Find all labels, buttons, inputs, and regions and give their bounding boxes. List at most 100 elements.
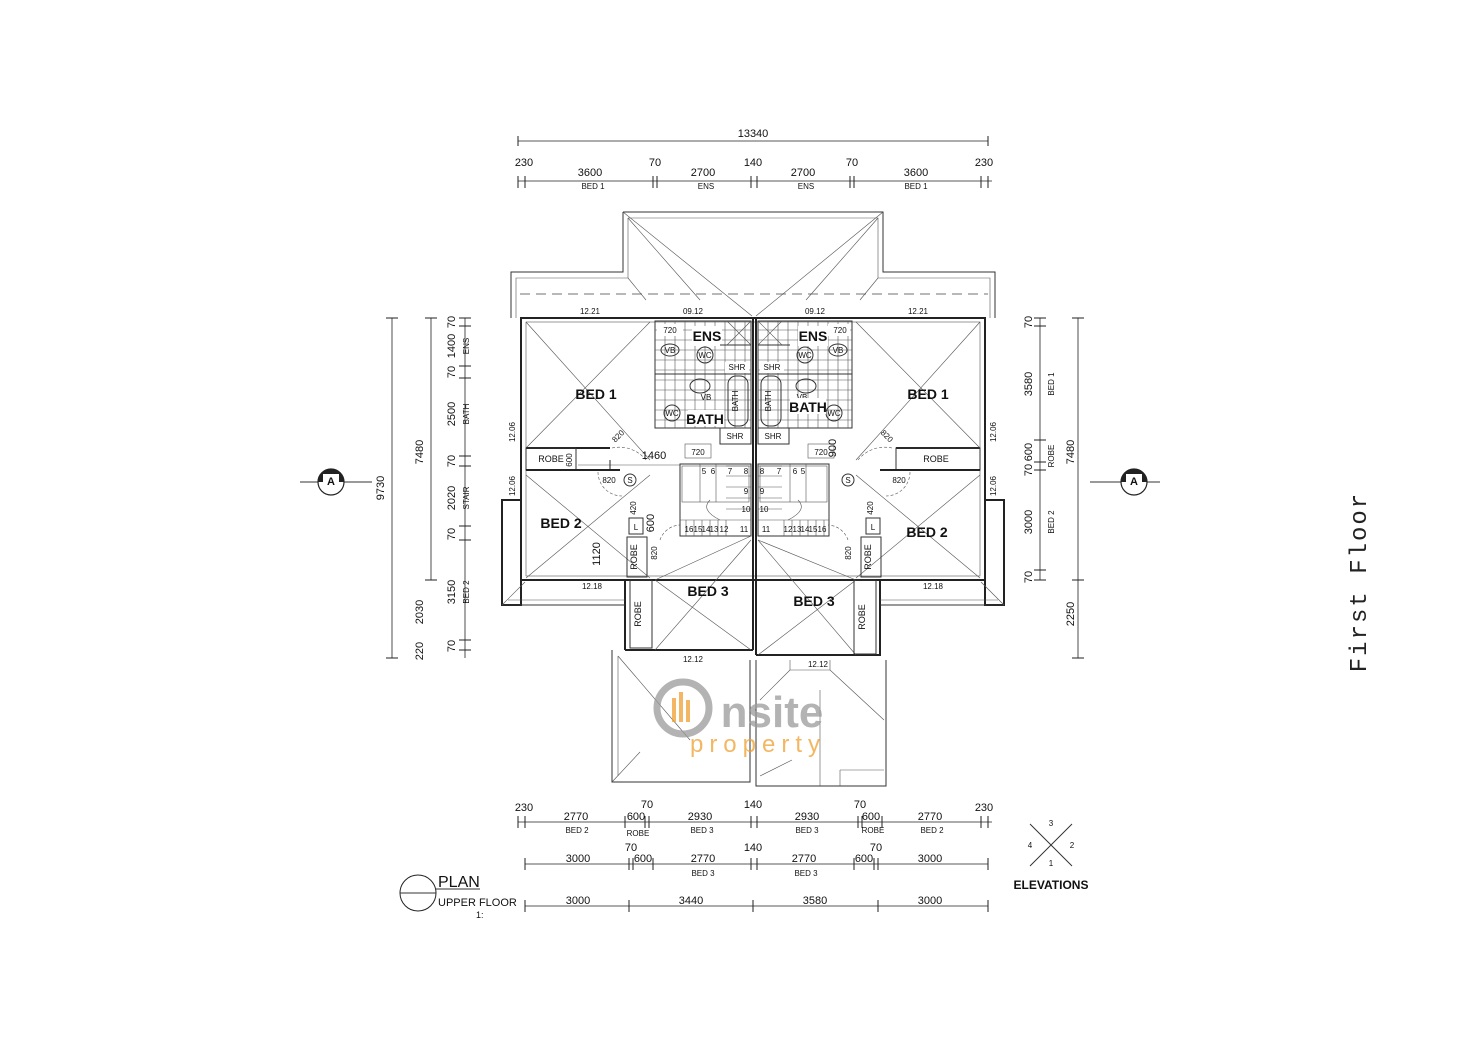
right-bed1-level: 12.21 bbox=[908, 307, 929, 316]
bottom2-dim-4: 2770 bbox=[691, 853, 715, 865]
plan-scale: 1: bbox=[476, 910, 484, 920]
plan-label: PLAN UPPER FLOOR 1: bbox=[399, 874, 517, 920]
bottom1-dim-10-label: BED 2 bbox=[920, 826, 944, 835]
bottom-dimension-chain-2: 3000 70 600 2770 BED 3 140 2770 BED 3 70… bbox=[524, 842, 989, 878]
right-door-820-a: 820 bbox=[879, 428, 895, 444]
left-stair-16: 16 bbox=[685, 525, 694, 534]
right-bed2-robe: ROBE bbox=[863, 544, 873, 570]
bottom1-dim-4: 70 bbox=[641, 799, 653, 811]
left-bed2-label: BED 2 bbox=[540, 515, 581, 531]
bottom1-dim-10: 2770 bbox=[918, 811, 942, 823]
left-bed1-label: BED 1 bbox=[575, 386, 616, 402]
right-bath-label: BATH bbox=[789, 399, 827, 415]
left-dimension-chain: 9730 7480 2030 220 70 1400 ENS 70 2500 B… bbox=[375, 316, 471, 660]
right-stair-15: 15 bbox=[809, 525, 818, 534]
drawing-title: First Floor bbox=[1347, 492, 1374, 672]
right-bed2-label: BED 2 bbox=[906, 524, 947, 540]
left-stair-13: 13 bbox=[710, 525, 719, 534]
section-marker-right: A bbox=[1090, 468, 1160, 496]
bottom1-dim-2: 2770 bbox=[564, 811, 588, 823]
right-ens-720-dim: 720 bbox=[833, 326, 847, 335]
left-stair-11: 11 bbox=[740, 525, 749, 534]
right-900-dim: 900 bbox=[827, 439, 839, 457]
elevation-3: 3 bbox=[1049, 819, 1054, 828]
right-detail-1: 70 bbox=[1023, 316, 1035, 328]
top-dim-3: 70 bbox=[649, 157, 661, 169]
roof-outline bbox=[510, 211, 996, 318]
right-bath-wc: WC bbox=[827, 409, 841, 418]
main-walls bbox=[501, 317, 1005, 656]
right-420-dim: 420 bbox=[866, 501, 875, 515]
top-dimension-chain: 13340 230 3600 BED 1 70 2700 ENS 140 270… bbox=[515, 128, 993, 191]
right-stair-10: 10 bbox=[760, 505, 769, 514]
right-lower-shr: SHR bbox=[765, 432, 782, 441]
bottom1-dim-5: 2930 bbox=[688, 811, 712, 823]
bottom2-dim-1: 3000 bbox=[566, 853, 590, 865]
left-bed1-level: 12.21 bbox=[580, 307, 601, 316]
bottom1-dim-2-label: BED 2 bbox=[565, 826, 589, 835]
left-detail-8: 3150 bbox=[446, 580, 458, 604]
bottom3-dim-1: 3000 bbox=[566, 895, 590, 907]
right-bed3-label: BED 3 bbox=[793, 593, 834, 609]
bottom1-dim-9-label: ROBE bbox=[862, 826, 885, 835]
left-detail-2-label: ENS bbox=[462, 338, 471, 354]
right-bath-vanity: VB bbox=[797, 393, 808, 402]
right-smoke-detector: S bbox=[845, 476, 850, 485]
plan-title: PLAN bbox=[438, 874, 480, 891]
section-marker-left: A bbox=[300, 468, 372, 496]
right-detail-5-label: BED 2 bbox=[1047, 510, 1056, 534]
left-detail-6: 2020 bbox=[446, 486, 458, 510]
left-unit: BED 1 12.21 ENS 09.12 720 VB WC SHR bbox=[501, 307, 752, 664]
right-bed3-level: 12.12 bbox=[808, 660, 829, 669]
right-detail-2: 3580 bbox=[1023, 372, 1035, 396]
top-dim-8-label: BED 1 bbox=[904, 182, 928, 191]
left-detail-2: 1400 bbox=[446, 334, 458, 358]
bottom1-dim-6: 140 bbox=[744, 799, 762, 811]
right-lower-dim: 2250 bbox=[1065, 602, 1077, 626]
right-ens-wc: WC bbox=[798, 351, 812, 360]
left-detail-8-label: BED 2 bbox=[462, 580, 471, 604]
section-marker-right-label: A bbox=[1130, 476, 1138, 488]
left-720-dim-2: 720 bbox=[691, 448, 705, 457]
right-stair-5: 5 bbox=[801, 467, 806, 476]
right-ens-label: ENS bbox=[799, 328, 828, 344]
left-door-820-c: 820 bbox=[650, 546, 659, 560]
bottom1-dim-3: 600 bbox=[627, 811, 645, 823]
left-lower-shr: SHR bbox=[727, 432, 744, 441]
top-dim-2-label: BED 1 bbox=[581, 182, 605, 191]
left-ens-label: ENS bbox=[693, 328, 722, 344]
right-stair-7: 7 bbox=[777, 467, 782, 476]
left-detail-4: 2500 bbox=[446, 402, 458, 426]
right-720-dim-2: 720 bbox=[814, 448, 828, 457]
bottom2-dim-6: 2770 bbox=[792, 853, 816, 865]
elevations-key: 3 2 1 4 ELEVATIONS bbox=[1014, 819, 1089, 892]
elevation-4: 4 bbox=[1028, 841, 1033, 850]
bottom2-dim-9: 3000 bbox=[918, 853, 942, 865]
right-detail-5: 3000 bbox=[1023, 510, 1035, 534]
right-stair-16: 16 bbox=[818, 525, 827, 534]
right-bed1-label: BED 1 bbox=[907, 386, 948, 402]
bottom1-dim-5-label: BED 3 bbox=[690, 826, 714, 835]
left-lower-dim: 2030 bbox=[414, 600, 426, 624]
watermark-brand: nsite bbox=[721, 688, 824, 737]
right-ens-level: 09.12 bbox=[805, 307, 826, 316]
left-lower-dim-b: 220 bbox=[414, 642, 426, 660]
left-detail-3: 70 bbox=[446, 366, 458, 378]
left-door-820-b: 820 bbox=[602, 476, 616, 485]
left-robe-level-a: 12.06 bbox=[508, 421, 517, 442]
left-shr-label: SHR bbox=[729, 363, 746, 372]
left-bed3-level: 12.12 bbox=[683, 655, 704, 664]
top-dim-4-label: ENS bbox=[698, 182, 714, 191]
left-bath-vanity: VB bbox=[701, 393, 712, 402]
bottom1-dim-7-label: BED 3 bbox=[795, 826, 819, 835]
watermark-sub: property bbox=[690, 731, 826, 758]
top-dim-1: 230 bbox=[515, 157, 533, 169]
bottom2-dim-7: 70 bbox=[870, 842, 882, 854]
left-ens-wc: WC bbox=[698, 351, 712, 360]
left-bath-wc: WC bbox=[665, 409, 679, 418]
left-robe-level-b: 12.06 bbox=[508, 475, 517, 496]
left-bath-label: BATH bbox=[686, 411, 724, 427]
bottom2-dim-4-label: BED 3 bbox=[691, 869, 715, 878]
bottom2-dim-2: 70 bbox=[625, 842, 637, 854]
right-dimension-chain: 70 3580 BED 1 600 ROBE 70 3000 BED 2 70 … bbox=[1023, 316, 1084, 659]
